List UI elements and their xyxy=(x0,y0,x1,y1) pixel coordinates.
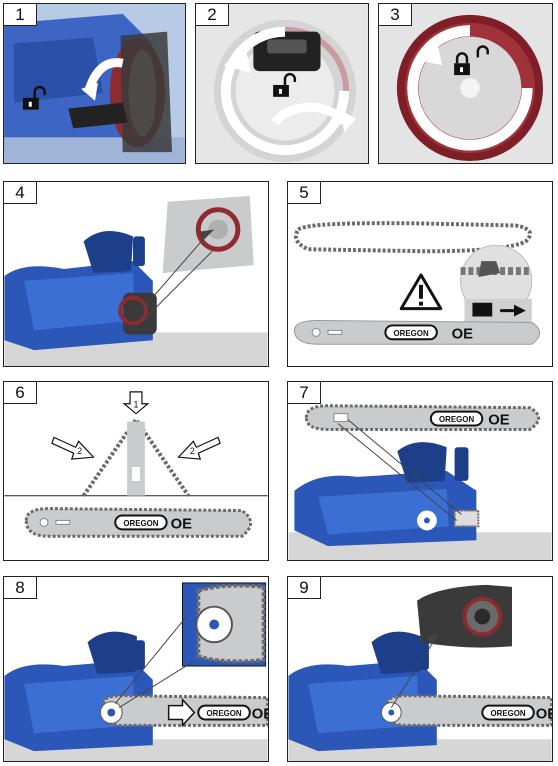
step-number: 1 xyxy=(4,4,37,26)
step-number: 5 xyxy=(288,182,321,204)
step-1-illustration xyxy=(4,4,185,163)
padlock-open-icon xyxy=(22,85,46,110)
step-number: 6 xyxy=(4,382,37,404)
oe-logo: OE xyxy=(536,706,552,722)
step-panel-5: 5 OREGON OE xyxy=(287,181,553,367)
step-number: 7 xyxy=(288,382,321,404)
push-marker-2-right: 2 xyxy=(190,446,195,456)
oe-logo: OE xyxy=(488,413,510,429)
padlock-closed-icon xyxy=(454,52,470,76)
step-5-illustration: OREGON OE xyxy=(293,221,541,345)
step-number: 2 xyxy=(196,4,229,26)
warning-triangle-icon xyxy=(399,273,443,311)
step-number: 3 xyxy=(379,4,412,26)
step-panel-3: 3 xyxy=(378,3,553,164)
step-number: 8 xyxy=(4,577,37,599)
step-panel-7: 7 OREGON OE xyxy=(287,381,553,561)
step-6-illustration: 1 2 2 OREGON OE xyxy=(4,391,268,538)
oregon-brand-label: OREGON xyxy=(394,329,429,338)
step-number: 9 xyxy=(288,577,321,599)
push-marker-2-left: 2 xyxy=(77,446,82,456)
oe-logo: OE xyxy=(252,706,268,722)
padlock-open-icon xyxy=(273,72,297,97)
step-3-illustration xyxy=(379,4,552,163)
oregon-brand-label: OREGON xyxy=(439,415,474,424)
step-panel-4: 4 xyxy=(3,181,269,367)
step-panel-8: 8 OREGON OE xyxy=(3,576,269,762)
oregon-brand-label: OREGON xyxy=(123,519,158,528)
step-9-illustration: OREGON OE xyxy=(288,584,552,761)
step-panel-2: 2 xyxy=(195,3,369,164)
step-8-illustration: OREGON OE xyxy=(4,582,268,761)
oregon-brand-label: OREGON xyxy=(206,709,241,718)
step-2-illustration xyxy=(196,4,368,163)
step-panel-9: 9 OREGON OE xyxy=(287,576,553,762)
step-number: 4 xyxy=(4,182,37,204)
padlock-open-icon xyxy=(476,45,489,58)
oregon-brand-label: OREGON xyxy=(490,709,525,718)
oe-logo: OE xyxy=(452,326,474,342)
push-marker-1: 1 xyxy=(134,400,139,410)
step-panel-1: 1 xyxy=(3,3,186,164)
step-4-illustration xyxy=(4,195,268,366)
step-panel-6: 6 1 2 2 OREGON OE xyxy=(3,381,269,561)
oe-logo: OE xyxy=(171,516,193,532)
step-7-illustration: OREGON OE xyxy=(288,404,552,560)
